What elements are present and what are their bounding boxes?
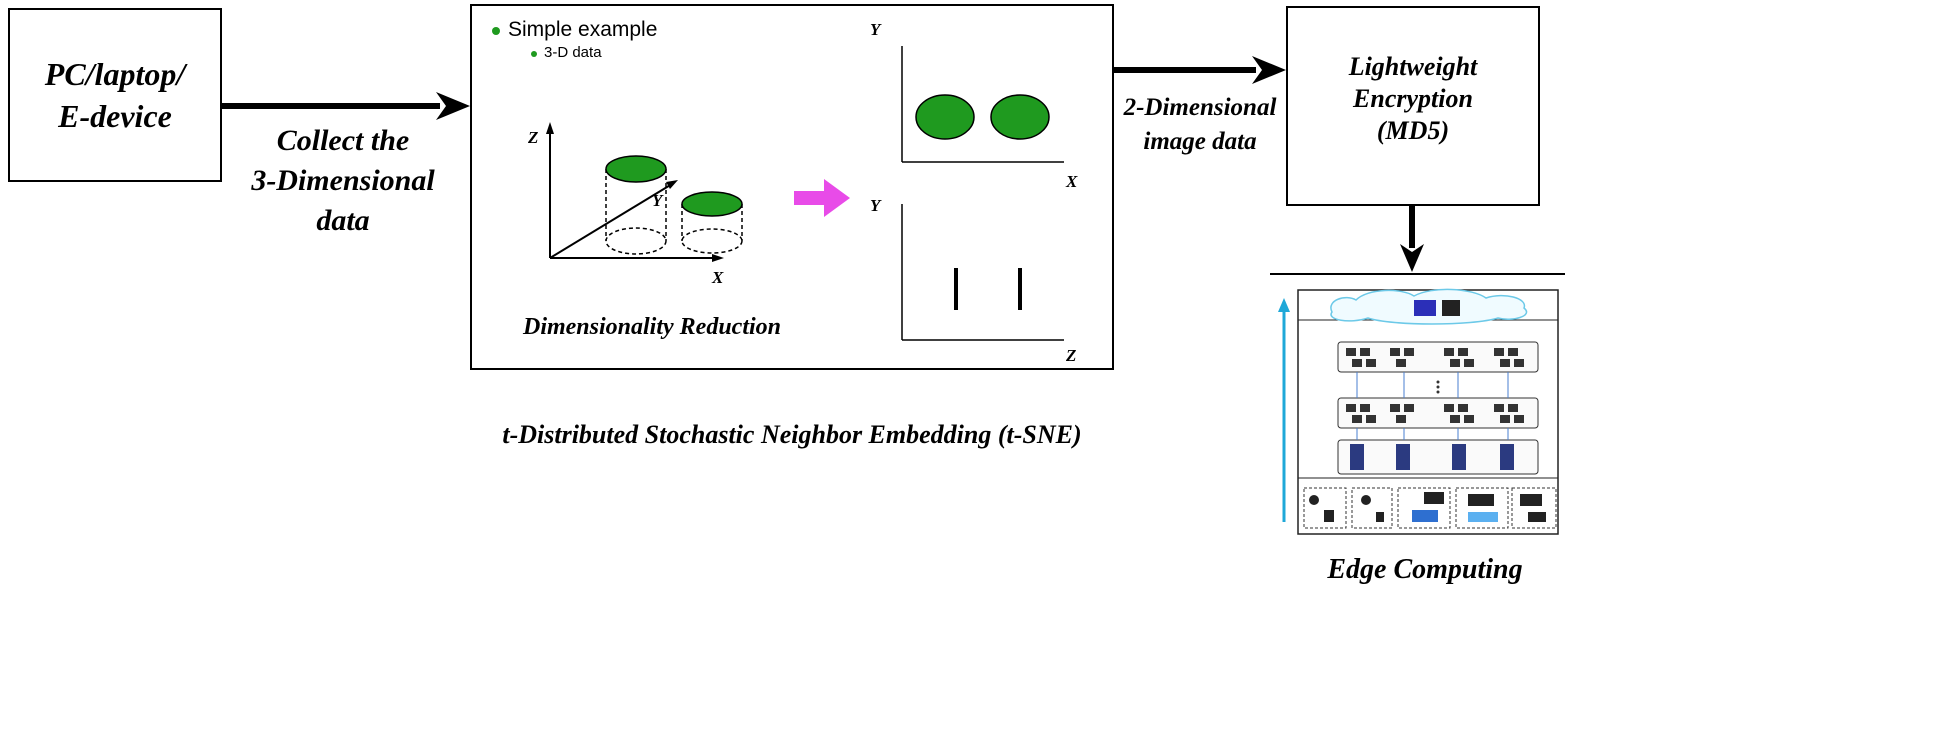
pc-device-label-line2: E-device — [58, 98, 172, 134]
tsne-panel: Simple example 3-D data Z Y X Dimensiona… — [470, 4, 1114, 370]
arrow-tsne-to-encryption — [1114, 56, 1286, 84]
tsne-caption: t-Distributed Stochastic Neighbor Embedd… — [502, 420, 1082, 449]
plot-top-x-label: X — [1066, 172, 1078, 191]
encryption-box: Lightweight Encryption (MD5) — [1286, 6, 1540, 206]
plot-top-cluster-2 — [990, 94, 1050, 140]
bullet-3d-data: 3-D data — [544, 44, 602, 61]
pc-device-label-line1: PC/laptop/ — [44, 56, 186, 92]
encryption-label-line3: (MD5) — [1376, 116, 1450, 145]
axis3d-x-label: X — [712, 268, 724, 287]
encryption-label-line2: Encryption — [1353, 84, 1473, 113]
axis3d-z-label: Z — [528, 128, 539, 147]
plot-bottom-axes — [901, 204, 1064, 341]
arrow-encryption-to-edge — [1400, 206, 1424, 272]
plot-bottom-y-label: Y — [870, 196, 881, 215]
axes-3d — [546, 122, 724, 262]
edge-figure-graphics — [1278, 288, 1559, 535]
bullet-dot-2 — [531, 51, 537, 57]
axis3d-y-label: Y — [652, 191, 663, 210]
image-data-label-line2: image data — [1143, 128, 1257, 155]
arrow-pc-to-tsne — [222, 92, 470, 120]
pc-device-box: PC/laptop/ E-device — [8, 8, 222, 182]
image-data-label-line1: 2-Dimensional — [1123, 94, 1277, 121]
plot-top-y-label: Y — [870, 20, 881, 39]
plot-top-axes — [901, 46, 1064, 163]
collect-label-line1: Collect the — [276, 124, 410, 157]
dimensionality-reduction-label: Dimensionality Reduction — [522, 314, 782, 340]
bullet-dot-1 — [492, 27, 500, 35]
tsne-panel-graphics — [492, 27, 1064, 341]
cylinder-large — [605, 155, 667, 255]
cylinder-small — [681, 191, 743, 254]
collect-label-line3: data — [316, 204, 370, 237]
collect-label-line2: 3-Dimensional — [251, 164, 435, 197]
magenta-arrow — [794, 179, 850, 217]
edge-computing-figure — [1272, 286, 1562, 538]
bullet-simple-example: Simple example — [508, 18, 658, 41]
plot-top-cluster-1 — [915, 94, 975, 140]
edge-computing-caption: Edge Computing — [1327, 554, 1523, 585]
plot-bottom-x-label: Z — [1066, 346, 1077, 365]
encryption-label-line1: Lightweight — [1348, 52, 1478, 81]
